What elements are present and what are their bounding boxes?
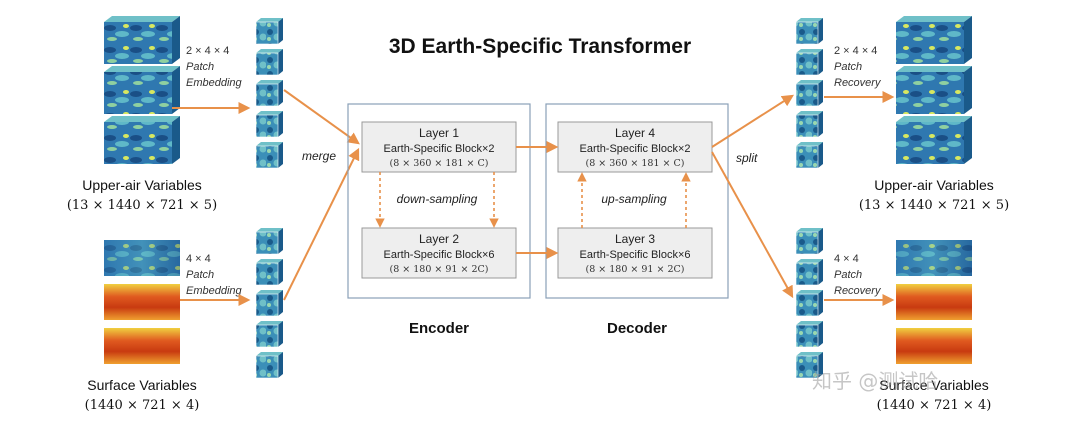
svg-text:(8 × 180 × 91 × 2C): (8 × 180 × 91 × 2C) <box>586 264 685 275</box>
surface-map-warm <box>896 284 972 320</box>
patch-cube <box>255 290 283 317</box>
diagram-title: 3D Earth-Specific Transformer <box>389 35 691 58</box>
surface-map-warm <box>896 328 972 364</box>
surface-patch-embedding-label: 4 × 4 Patch Embedding <box>186 253 243 297</box>
surface-output-shape: (1440 × 721 × 4) <box>877 398 992 413</box>
upper-air-patch-embedding-label: 2 × 4 × 4 Patch Embedding <box>186 45 243 89</box>
upper-air-input-cube-stack <box>104 16 180 164</box>
patch-cube <box>795 290 823 317</box>
split-arrow-surface <box>711 151 794 299</box>
svg-text:Recovery: Recovery <box>834 285 882 297</box>
decoder-title: Decoder <box>607 320 667 337</box>
upper-air-output-patch-column <box>795 18 823 169</box>
encoder-title: Encoder <box>409 320 469 337</box>
watermark: 知乎 @测试哈 <box>812 369 938 393</box>
svg-text:(8 × 180 × 91 × 2C): (8 × 180 × 91 × 2C) <box>390 264 489 275</box>
svg-text:Recovery: Recovery <box>834 77 882 89</box>
surface-input-shape: (1440 × 721 × 4) <box>85 398 200 413</box>
merge-label: merge <box>302 149 336 163</box>
patch-cube <box>255 80 283 107</box>
patch-cube <box>255 49 283 76</box>
surface-output-label: Surface Variables <box>879 377 988 393</box>
patch-cube <box>795 142 823 169</box>
layer4-box: Layer 4 Earth-Specific Block×2 (8 × 360 … <box>557 121 713 173</box>
layer2-box: Layer 2 Earth-Specific Block×6 (8 × 180 … <box>361 227 517 279</box>
svg-text:Patch: Patch <box>834 61 862 73</box>
patch-cube <box>255 321 283 348</box>
svg-text:Embedding: Embedding <box>186 285 243 297</box>
upper-air-cube <box>896 16 972 64</box>
surface-patch-column <box>255 228 283 379</box>
upper-air-cube <box>104 116 180 164</box>
patch-cube <box>255 228 283 255</box>
svg-text:Earth-Specific Block×6: Earth-Specific Block×6 <box>580 249 691 261</box>
svg-text:Layer 3: Layer 3 <box>615 232 655 246</box>
upper-air-patch-recovery-label: 2 × 4 × 4 Patch Recovery <box>834 45 882 89</box>
svg-text:2 × 4 × 4: 2 × 4 × 4 <box>186 45 229 57</box>
upper-air-cube <box>104 16 180 64</box>
patch-cube <box>795 49 823 76</box>
patch-cube <box>255 142 283 169</box>
down-sampling-label: down-sampling <box>397 192 478 206</box>
layer3-box: Layer 3 Earth-Specific Block×6 (8 × 180 … <box>557 227 713 279</box>
svg-text:Patch: Patch <box>186 61 214 73</box>
patch-cube <box>255 18 283 45</box>
surface-map-warm <box>104 284 180 320</box>
upper-air-input-shape: (13 × 1440 × 721 × 5) <box>67 198 217 213</box>
upper-air-output-cube-stack <box>896 16 972 164</box>
split-label: split <box>736 151 758 165</box>
surface-map-warm <box>104 328 180 364</box>
patch-cube <box>795 352 823 379</box>
patch-cube <box>795 18 823 45</box>
patch-cube <box>795 321 823 348</box>
upper-air-cube <box>896 116 972 164</box>
surface-input-maps <box>104 240 180 364</box>
svg-text:Earth-Specific Block×6: Earth-Specific Block×6 <box>384 249 495 261</box>
svg-text:Layer 4: Layer 4 <box>615 126 655 140</box>
decoder-box <box>545 103 729 299</box>
upper-air-output-shape: (13 × 1440 × 721 × 5) <box>859 198 1009 213</box>
patch-cube <box>255 111 283 138</box>
surface-output-maps <box>896 240 972 364</box>
svg-text:Patch: Patch <box>834 269 862 281</box>
svg-text:(8 × 360 × 181 × C): (8 × 360 × 181 × C) <box>390 158 489 169</box>
patch-cube <box>255 352 283 379</box>
upper-air-patch-column <box>255 18 283 169</box>
svg-text:Layer 1: Layer 1 <box>419 126 459 140</box>
surface-patch-recovery-label: 4 × 4 Patch Recovery <box>834 253 882 297</box>
patch-cube <box>255 259 283 286</box>
up-sampling-label: up-sampling <box>601 192 667 206</box>
svg-text:Layer 2: Layer 2 <box>419 232 459 246</box>
svg-text:4 × 4: 4 × 4 <box>834 253 859 265</box>
merge-arrow-upper <box>283 89 360 145</box>
layer1-box: Layer 1 Earth-Specific Block×2 (8 × 360 … <box>361 121 517 173</box>
svg-text:4 × 4: 4 × 4 <box>186 253 211 265</box>
upper-air-cube <box>896 66 972 114</box>
split-arrow-upper <box>711 94 795 148</box>
upper-air-output-label: Upper-air Variables <box>874 177 994 193</box>
svg-text:Embedding: Embedding <box>186 77 243 89</box>
patch-cube <box>795 259 823 286</box>
patch-cube <box>795 111 823 138</box>
svg-text:Earth-Specific Block×2: Earth-Specific Block×2 <box>384 143 495 155</box>
surface-output-patch-column <box>795 228 823 379</box>
merge-arrow-surface <box>283 147 360 301</box>
encoder-box <box>347 103 531 299</box>
patch-cube <box>795 228 823 255</box>
svg-text:2 × 4 × 4: 2 × 4 × 4 <box>834 45 877 57</box>
upper-air-cube <box>104 66 180 114</box>
svg-text:Earth-Specific Block×2: Earth-Specific Block×2 <box>580 143 691 155</box>
svg-text:(8 × 360 × 181 × C): (8 × 360 × 181 × C) <box>586 158 685 169</box>
upper-air-input-label: Upper-air Variables <box>82 177 202 193</box>
patch-cube <box>795 80 823 107</box>
surface-input-label: Surface Variables <box>87 377 196 393</box>
svg-text:Patch: Patch <box>186 269 214 281</box>
